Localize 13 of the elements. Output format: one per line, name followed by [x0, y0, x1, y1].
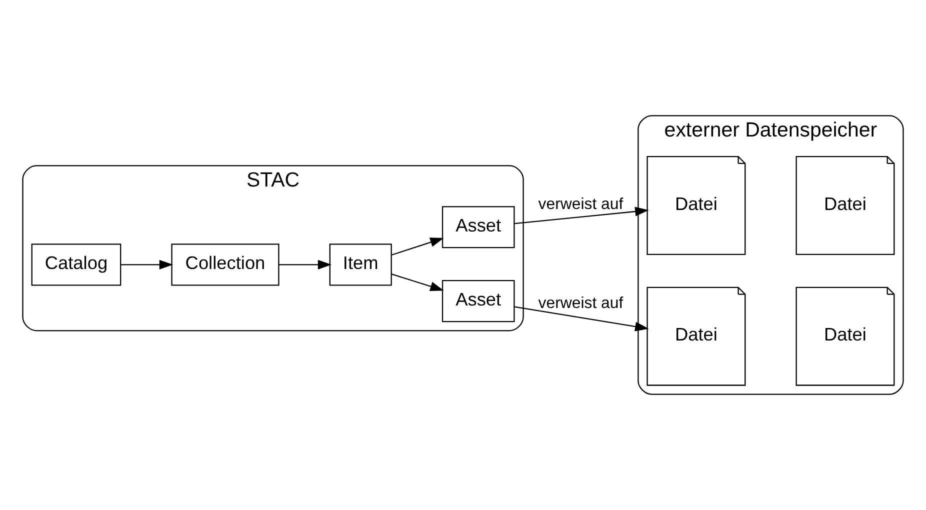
arrow	[391, 274, 444, 292]
node-box: Asset	[442, 206, 515, 248]
edge-label: verweist auf	[538, 196, 624, 214]
node-box: Catalog	[31, 244, 122, 286]
node-box: Asset	[442, 280, 515, 322]
node-box: Item	[329, 244, 392, 286]
arrow	[514, 306, 649, 332]
arrow	[391, 238, 444, 256]
edge-label: verweist auf	[538, 295, 624, 312]
arrow	[279, 260, 332, 270]
arrow	[120, 260, 174, 270]
arrow	[514, 206, 649, 224]
node-box: Collection	[171, 244, 280, 286]
